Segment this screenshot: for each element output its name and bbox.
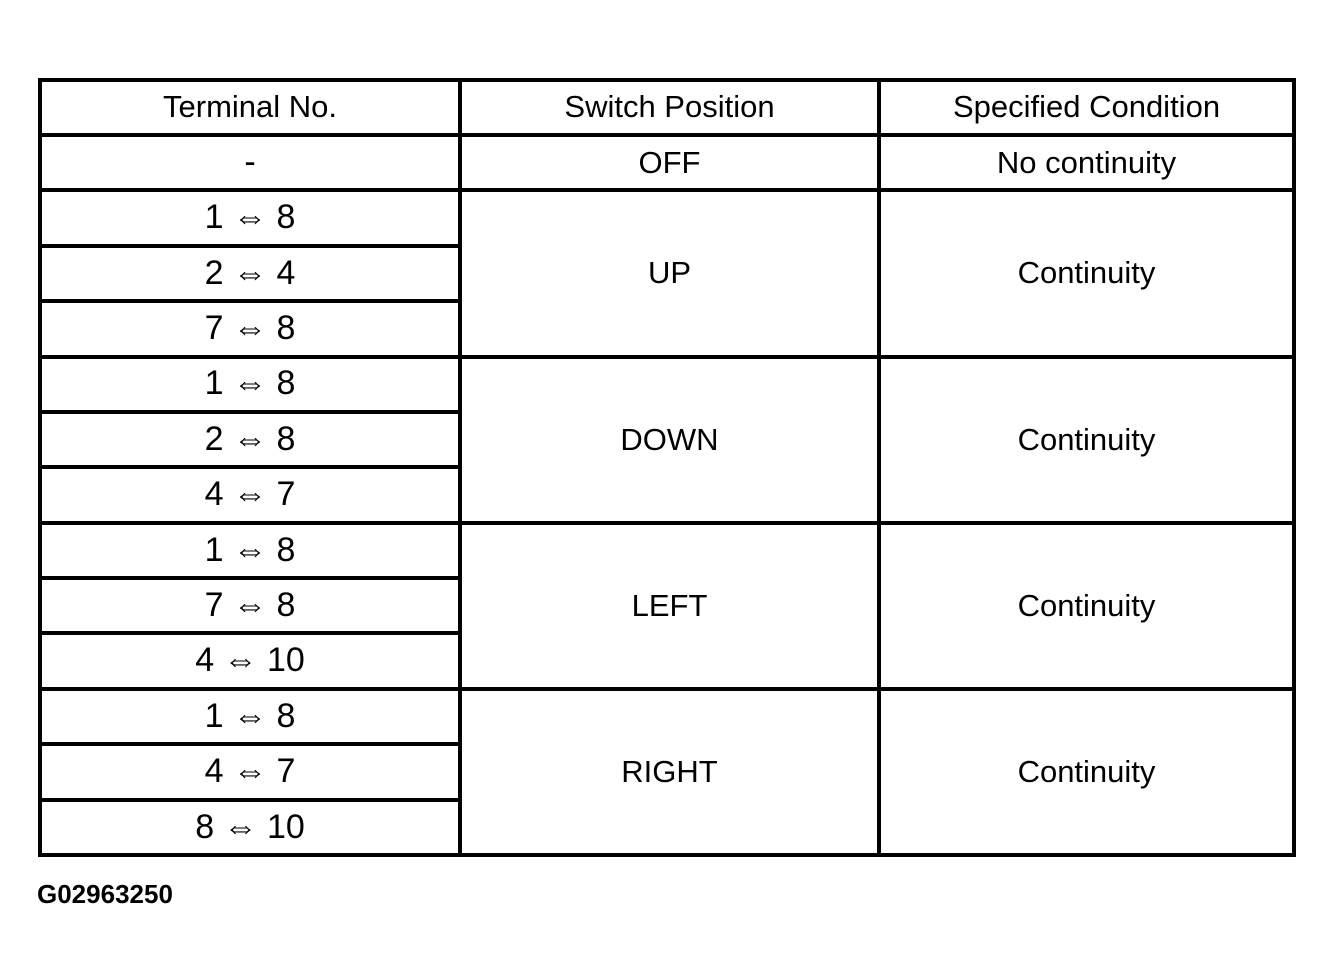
table-row: 2 ⇔ 4 [38,243,1294,304]
table-header-row: Terminal No. Switch Position Specified C… [38,78,1296,137]
figure-code: G02963250 [37,879,173,909]
table-row-off: - OFF No continuity [38,132,1296,193]
position-cell-right: RIGHT [458,686,881,858]
continuity-spec-table: Terminal No. Switch Position Specified C… [38,78,1296,858]
header-switch-position: Switch Position [458,78,881,137]
table-row: 1 ⇔ 8 LEFT Continuity [38,520,1296,691]
condition-cell-off: No continuity [877,132,1296,193]
table-row: 8 ⇔ 10 [38,797,1294,857]
condition-cell-down: Continuity [877,354,1296,525]
terminal-cell: 4 ⇔ 10 [38,631,462,691]
header-terminal-no: Terminal No. [38,78,462,137]
table-row: 4 ⇔ 7 [38,742,1294,802]
position-cell-up: UP [458,188,881,359]
terminal-cell: 1 ⇔ 8 [38,686,462,747]
terminal-cell: 8 ⇔ 10 [38,797,462,857]
condition-cell-right: Continuity [877,686,1296,858]
table-row: 7 ⇔ 8 [38,299,1294,359]
terminal-cell: 1 ⇔ 8 [38,520,462,581]
terminal-cell: 1 ⇔ 8 [38,188,462,248]
terminal-cell: 7 ⇔ 8 [38,575,462,636]
table-row: 1 ⇔ 8 UP Continuity [38,188,1296,359]
terminal-cell: 1 ⇔ 8 [38,354,462,414]
terminal-cell: - [38,132,462,193]
terminal-cell: 7 ⇔ 8 [38,299,462,359]
position-cell-down: DOWN [458,354,881,525]
condition-cell-left: Continuity [877,520,1296,691]
table-row: 2 ⇔ 8 [38,409,1294,470]
table-row: 1 ⇔ 8 DOWN Continuity [38,354,1296,525]
table-row: 1 ⇔ 8 RIGHT Continuity [38,686,1296,858]
terminal-cell: 2 ⇔ 4 [38,243,462,304]
terminal-cell: 4 ⇔ 7 [38,465,462,525]
position-cell-off: OFF [458,132,881,193]
terminal-cell: 4 ⇔ 7 [38,742,462,802]
condition-cell-up: Continuity [877,188,1296,359]
header-specified-condition: Specified Condition [877,78,1296,137]
position-cell-left: LEFT [458,520,881,691]
terminal-cell: 2 ⇔ 8 [38,409,462,470]
table-row: 4 ⇔ 10 [38,631,1294,691]
table-row: 4 ⇔ 7 [38,465,1294,525]
table-row: 7 ⇔ 8 [38,575,1294,636]
